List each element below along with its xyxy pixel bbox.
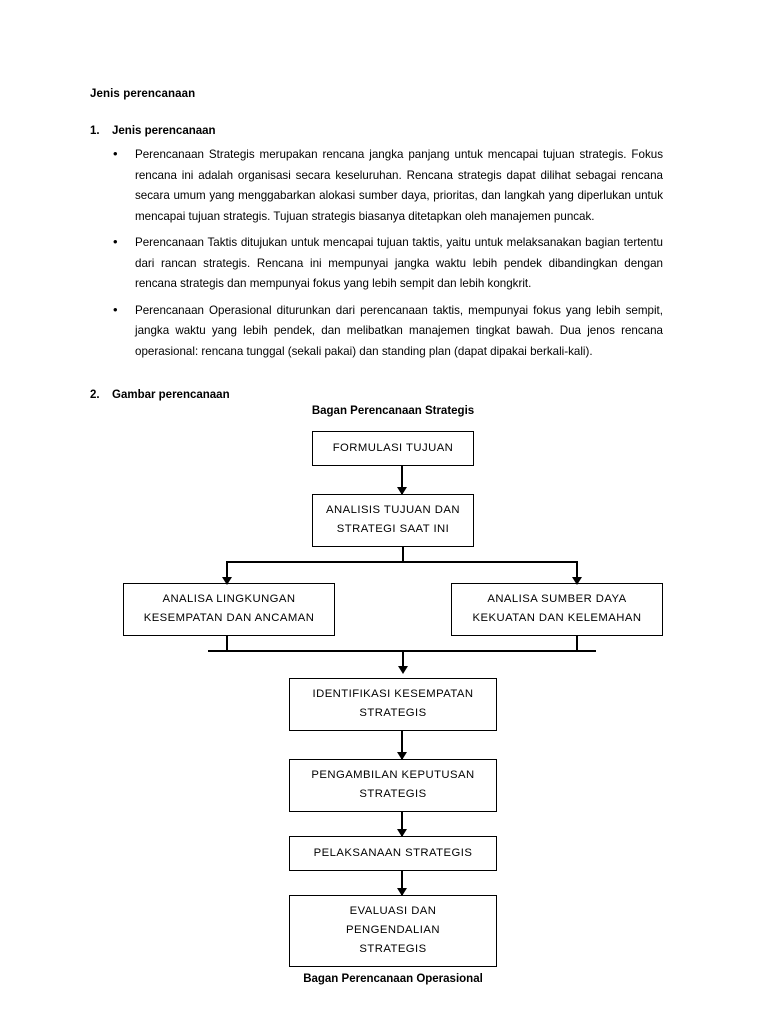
node-label-line1: IDENTIFIKASI KESEMPATAN [312,688,474,700]
node-pelaksanaan-strategis: PELAKSANAAN STRATEGIS [289,836,497,871]
node-label-line2: STRATEGIS [359,788,427,800]
node-label-line1: EVALUASI DAN PENGENDALIAN [346,905,440,936]
analysis-pair: ANALISA LINGKUNGAN KESEMPATAN DAN ANCAMA… [18,583,768,636]
node-label-line1: ANALISIS TUJUAN DAN [326,504,460,516]
page-title: Jenis perencanaan [90,88,196,100]
node-label-line2: KEKUATAN DAN KELEMAHAN [472,612,642,624]
arrow-formulasi-to-analisis [18,466,768,495]
node-label-line1: ANALISA LINGKUNGAN [162,593,296,605]
arrow-pelaksanaan-to-evaluasi [18,871,768,896]
section-heading-2: 2. Gambar perencanaan [90,389,230,401]
list-item: Perencanaan Taktis ditujukan untuk menca… [113,232,663,295]
node-label-line2: STRATEGI SAAT INI [336,523,450,535]
node-label: FORMULASI TUJUAN [332,442,454,454]
branch-merge [18,636,768,678]
flowchart-footer: Bagan Perencanaan Operasional [303,973,483,985]
bullet-list: Perencanaan Strategis merupakan rencana … [113,144,663,368]
arrow-pengambilan-to-pelaksanaan [18,812,768,837]
node-label: PELAKSANAAN STRATEGIS [313,847,473,859]
node-analisa-lingkungan: ANALISA LINGKUNGAN KESEMPATAN DAN ANCAMA… [123,583,335,636]
node-label-line1: ANALISA SUMBER DAYA [487,593,627,605]
flowchart-heading: Bagan Perencanaan Strategis [311,405,475,417]
node-label-line1: PENGAMBILAN KEPUTUSAN [311,769,475,781]
section-number-1: 1. [90,125,100,137]
arrow-identifikasi-to-pengambilan [18,731,768,760]
section-label-1: Jenis perencanaan [112,125,216,137]
list-item: Perencanaan Operasional diturunkan dari … [113,300,663,363]
list-item: Perencanaan Strategis merupakan rencana … [113,144,663,227]
node-formulasi-tujuan: FORMULASI TUJUAN [312,431,474,466]
section-label-2: Gambar perencanaan [112,389,230,401]
node-analisa-sumber-daya: ANALISA SUMBER DAYA KEKUATAN DAN KELEMAH… [451,583,663,636]
section-number-2: 2. [90,389,100,401]
node-identifikasi-kesempatan: IDENTIFIKASI KESEMPATAN STRATEGIS [289,678,497,731]
node-analisis-tujuan-strategi: ANALISIS TUJUAN DAN STRATEGI SAAT INI [312,494,474,547]
branch-split [18,547,768,585]
node-label-line2: STRATEGIS [359,707,427,719]
flowchart: Bagan Perencanaan Strategis FORMULASI TU… [0,405,768,985]
node-label-line2: KESEMPATAN DAN ANCAMAN [143,612,315,624]
section-heading-1: 1. Jenis perencanaan [90,125,216,137]
node-pengambilan-keputusan: PENGAMBILAN KEPUTUSAN STRATEGIS [289,759,497,812]
node-evaluasi-pengendalian: EVALUASI DAN PENGENDALIAN STRATEGIS [289,895,497,967]
node-label-line2: STRATEGIS [359,943,427,955]
